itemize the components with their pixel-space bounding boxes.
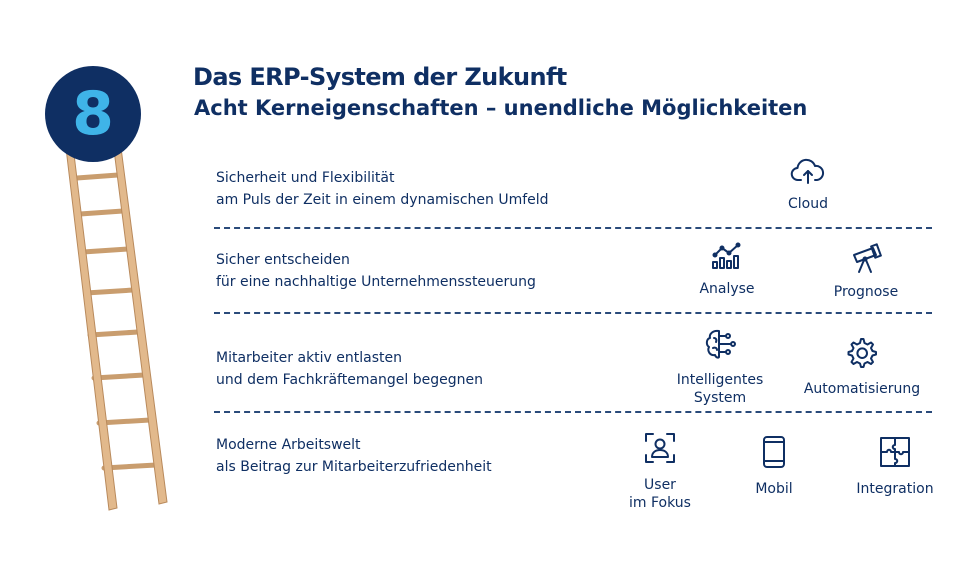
ladder-rungs <box>74 172 159 471</box>
gear-icon <box>847 338 877 368</box>
page-title: Das ERP-System der Zukunft <box>193 63 567 91</box>
feature-prognose: Prognose <box>825 243 907 301</box>
cloud-upload-icon <box>790 158 825 184</box>
feature-user-im-fokus-label-line-1: User <box>644 477 676 493</box>
badge-number: 8 <box>72 79 114 149</box>
row-separator <box>214 227 932 229</box>
feature-mobil-label: Mobil <box>755 481 793 497</box>
feature-user-im-fokus-label-line-2: im Fokus <box>629 495 691 511</box>
puzzle-icon <box>880 437 910 467</box>
user-focus-icon <box>645 433 675 463</box>
feature-analyse: Analyse <box>690 241 764 298</box>
feature-analyse-label: Analyse <box>699 281 755 297</box>
ladder-rails <box>65 139 168 511</box>
telescope-icon <box>853 243 882 273</box>
smartphone-icon <box>763 436 785 468</box>
row-1-line-1: Sicherheit und Flexibilität <box>216 170 395 186</box>
feature-intelligentes-system-label-line-2: System <box>693 390 747 406</box>
row-2-description: Sicher entscheiden für eine nachhaltige … <box>216 249 536 293</box>
feature-user-im-fokus: User im Fokus <box>618 431 702 512</box>
feature-automatisierung: Automatisierung <box>800 336 924 398</box>
feature-integration-label: Integration <box>856 481 934 497</box>
page-subtitle: Acht Kerneigenschaften – unendliche Mögl… <box>194 96 808 120</box>
feature-intelligentes-system: Intelligentes System <box>668 327 772 407</box>
feature-cloud: Cloud <box>770 156 846 213</box>
brain-circuit-icon <box>705 329 736 359</box>
analytics-chart-icon <box>712 242 741 269</box>
feature-prognose-label: Prognose <box>833 284 899 300</box>
number-badge: 8 <box>45 66 141 162</box>
row-2-line-2: für eine nachhaltige Unternehmenssteueru… <box>216 274 536 290</box>
feature-integration: Integration <box>848 435 942 498</box>
feature-intelligentes-system-label: Intelligentes System <box>668 371 772 407</box>
row-separator <box>214 312 932 314</box>
row-4-line-1: Moderne Arbeitswelt <box>216 437 361 453</box>
row-1-line-2: am Puls der Zeit in einem dynamischen Um… <box>216 192 549 208</box>
row-2-line-1: Sicher entscheiden <box>216 252 350 268</box>
feature-user-im-fokus-label: User im Fokus <box>618 476 702 512</box>
feature-mobil: Mobil <box>746 435 802 498</box>
row-4-line-2: als Beitrag zur Mitarbeiterzufriedenheit <box>216 459 492 475</box>
row-4-description: Moderne Arbeitswelt als Beitrag zur Mita… <box>216 434 492 478</box>
row-separator <box>214 411 932 413</box>
feature-cloud-label: Cloud <box>788 196 828 212</box>
row-3-description: Mitarbeiter aktiv entlasten und dem Fach… <box>216 347 483 391</box>
row-3-line-2: und dem Fachkräftemangel begegnen <box>216 372 483 388</box>
row-1-description: Sicherheit und Flexibilität am Puls der … <box>216 167 549 211</box>
row-3-line-1: Mitarbeiter aktiv entlasten <box>216 350 403 366</box>
feature-intelligentes-system-label-line-1: Intelligentes <box>676 372 764 388</box>
feature-automatisierung-label: Automatisierung <box>803 381 921 397</box>
